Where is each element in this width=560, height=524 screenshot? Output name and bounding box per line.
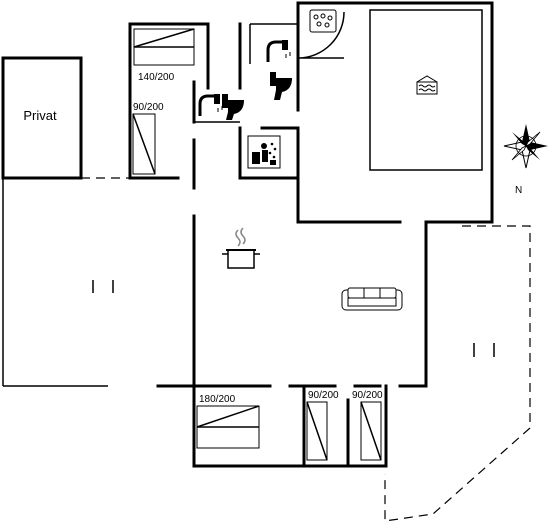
bed-top-single-label: 90/200 bbox=[133, 102, 164, 113]
shower-icon bbox=[266, 40, 291, 62]
terrace-right bbox=[384, 225, 531, 522]
privat-annex: Privat bbox=[1, 56, 83, 180]
bed-bottom-single-left-label: 90/200 bbox=[308, 390, 339, 401]
terrace-left bbox=[2, 177, 130, 387]
sauna-icon bbox=[247, 135, 281, 169]
walls bbox=[128, 1, 494, 468]
sofa-icon bbox=[341, 287, 403, 311]
bed-bottom-double-label: 180/200 bbox=[199, 394, 236, 405]
bed-top-single: 90/200 bbox=[132, 102, 164, 175]
bed-bottom-single-left: 90/200 bbox=[306, 390, 339, 461]
bed-bottom-single-right-label: 90/200 bbox=[352, 390, 383, 401]
bed-bottom-double: 180/200 bbox=[196, 394, 260, 449]
jacuzzi-icon bbox=[309, 9, 337, 33]
toilet-icon-2 bbox=[222, 94, 244, 120]
bed-top-double: 140/200 bbox=[133, 28, 195, 83]
pool-icon bbox=[416, 75, 438, 95]
pool bbox=[369, 9, 483, 171]
doors bbox=[297, 11, 345, 59]
bed-top-double-label: 140/200 bbox=[138, 72, 175, 83]
toilet-icon bbox=[270, 72, 292, 100]
shower-icon-2 bbox=[198, 94, 223, 116]
bed-bottom-single-right: 90/200 bbox=[352, 390, 383, 461]
privat-label: Privat bbox=[23, 108, 57, 123]
north-label: N bbox=[515, 185, 522, 196]
pot-icon bbox=[222, 227, 260, 269]
compass-icon bbox=[503, 124, 548, 169]
